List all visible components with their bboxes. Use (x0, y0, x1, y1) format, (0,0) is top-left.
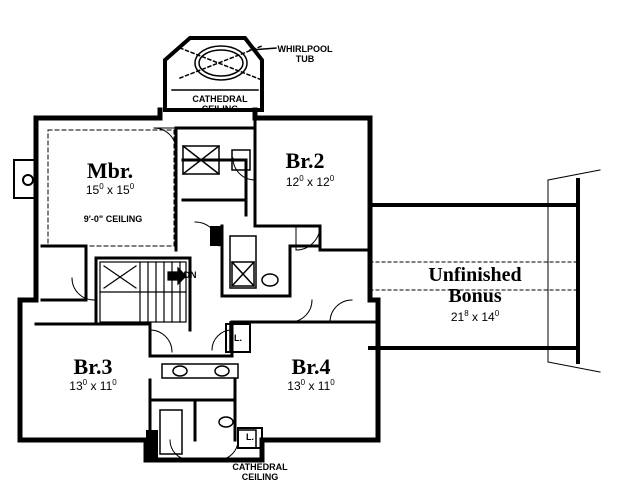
room-dim-br3: 130 x 110 (69, 378, 117, 393)
cathedral-ceiling-top-label: CATHEDRAL CEILING (192, 94, 248, 114)
room-dim-bonus: 218 x 140 (450, 309, 500, 324)
bath-fixtures (159, 144, 279, 455)
wall-poche (146, 226, 222, 460)
stairs-down-label: DN (183, 270, 197, 280)
whirlpool-label: WHIRLPOOL TUB (277, 44, 333, 64)
mbr-ceiling-note: 9'-0" CEILING (83, 214, 143, 224)
bonus-room-roofline (369, 169, 601, 373)
room-name-br3: Br.3 (73, 354, 113, 379)
room-name-bonus-line1: Unfinished (428, 264, 522, 286)
room-name-br4: Br.4 (291, 354, 331, 379)
interior-walls (34, 116, 378, 442)
room-dim-mbr: 150 x 150 (85, 182, 135, 197)
linen-closets (225, 323, 263, 449)
bonus-room-walls (368, 178, 580, 364)
room-dim-br4: 130 x 110 (287, 378, 335, 393)
stairs (99, 261, 187, 323)
cathedral-ceiling-bottom-label: CATHEDRAL CEILING (232, 462, 288, 482)
room-name-bonus-line2: Bonus (448, 285, 502, 307)
room-dim-br2: 120 x 120 (285, 174, 335, 189)
room-name-mbr: Mbr. (86, 158, 134, 183)
bay-bump (163, 36, 264, 112)
mbr-ceiling-outline (47, 129, 175, 247)
room-name-br2: Br.2 (285, 148, 325, 173)
whirlpool-tub (171, 45, 277, 91)
linen-closet-label-b: L. (246, 432, 254, 442)
fireplace (13, 159, 37, 199)
linen-closet-label-a: L. (234, 333, 242, 343)
